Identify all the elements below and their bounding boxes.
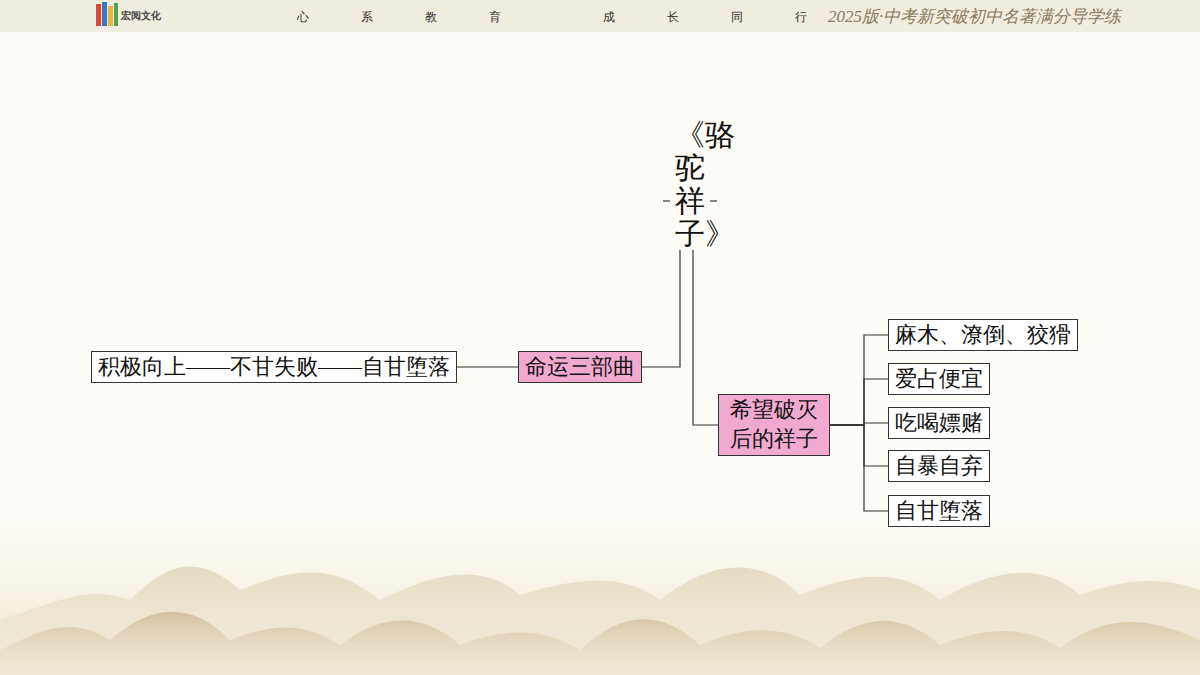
header-motto: 成长同行 [603, 9, 859, 26]
content-box: 积极向上——不甘失败——自甘堕落 [91, 351, 457, 384]
logo-text: 宏阅文化 [121, 9, 161, 23]
near-hills [0, 612, 1200, 675]
connector [642, 250, 680, 367]
node-text: 希望破灭后的祥子 [725, 396, 823, 453]
trait-box: 麻木、潦倒、狡猾 [888, 319, 1078, 352]
header-book-title: 2025版·中考新突破初中名著满分导学练 [828, 5, 1121, 28]
connector [830, 335, 888, 425]
node-text: 积极向上——不甘失败——自甘堕落 [98, 353, 450, 382]
trait-box: 自暴自弃 [888, 450, 990, 483]
node-text: 爱占便宜 [895, 365, 983, 394]
logo-icon [96, 2, 118, 26]
node-text: 吃喝嫖赌 [895, 409, 983, 438]
node-text: 自暴自弃 [895, 452, 983, 481]
node-text: 命运三部曲 [525, 353, 635, 382]
trait-box: 吃喝嫖赌 [888, 407, 990, 440]
node-text: 麻木、潦倒、狡猾 [895, 321, 1071, 350]
connector [830, 379, 888, 425]
header-bar [0, 0, 1200, 32]
topic-box: 命运三部曲 [518, 351, 642, 384]
trait-box: 自甘堕落 [888, 495, 990, 528]
trait-box: 爱占便宜 [888, 363, 990, 396]
connector [830, 425, 888, 466]
connector [693, 250, 718, 425]
connector [457, 366, 518, 367]
header-motto: 心系教育 [297, 9, 553, 26]
topic-box: 希望破灭后的祥子 [718, 394, 830, 455]
far-hills [0, 567, 1200, 675]
node-text: 自甘堕落 [895, 497, 983, 526]
title-node: 《骆驼祥子》 [675, 118, 705, 250]
connector [830, 425, 888, 511]
node-text: 《骆驼祥子》 [675, 118, 705, 250]
paper-ground [0, 520, 1200, 675]
